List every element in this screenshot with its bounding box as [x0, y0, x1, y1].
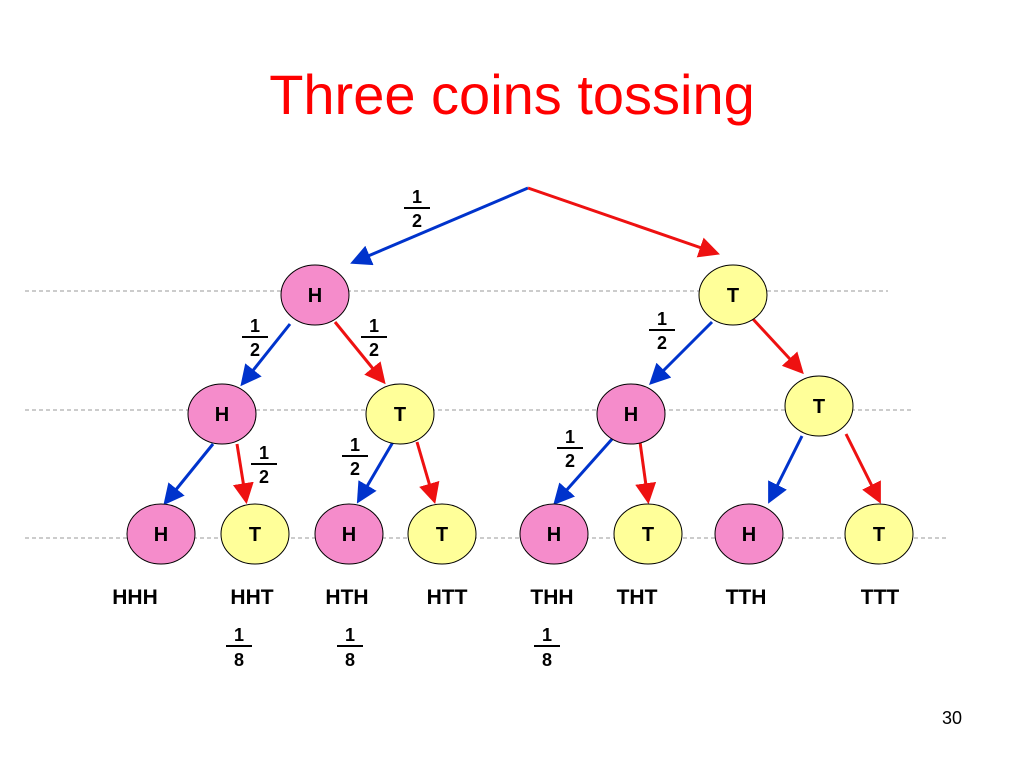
outcome-label: THT [617, 586, 658, 609]
svg-text:1: 1 [542, 625, 552, 645]
branch-ht-h [356, 441, 395, 504]
svg-text:2: 2 [369, 340, 379, 360]
node-l2-th: H [596, 383, 666, 445]
branch-h-t [333, 321, 386, 385]
outcome-label: HHT [230, 586, 273, 609]
svg-text:T: T [394, 404, 406, 426]
svg-text:8: 8 [234, 650, 244, 670]
svg-text:H: H [742, 524, 756, 546]
node-l2-tt: T [784, 375, 854, 437]
branch-hh-t [232, 443, 254, 505]
outcome-label: THH [530, 586, 573, 609]
outcome-probability-fraction: 1 8 [337, 625, 363, 670]
svg-text:H: H [215, 404, 229, 426]
branch-t-h [649, 320, 714, 385]
branch-th-h [553, 437, 615, 506]
svg-text:2: 2 [259, 467, 269, 487]
branch-probability-fraction: 1 2 [242, 316, 268, 360]
node-l2-hh: H [187, 383, 257, 445]
node-l1-heads: H [280, 264, 350, 326]
svg-text:1: 1 [657, 309, 667, 329]
outcome-label: HTH [325, 586, 368, 609]
node-l3-tht: T [613, 503, 683, 565]
branch-root-t [527, 186, 720, 258]
branch-probability-fraction: 1 2 [557, 427, 583, 471]
outcome-label: TTT [861, 586, 900, 609]
node-l3-tth: H [714, 503, 784, 565]
branch-probability-fraction: 1 2 [404, 187, 430, 231]
branch-tt-t [844, 433, 881, 504]
page-number: 30 [941, 708, 962, 728]
branch-th-t [635, 441, 657, 505]
outcome-label: HHH [112, 586, 158, 609]
branch-probability-fraction: 1 2 [649, 309, 675, 353]
svg-text:1: 1 [412, 187, 422, 207]
node-l3-hhh: H [126, 503, 196, 565]
svg-text:T: T [249, 524, 261, 546]
svg-text:1: 1 [345, 625, 355, 645]
branch-probability-fraction: 1 2 [361, 316, 387, 360]
branch-hh-h [163, 443, 215, 506]
branch-tt-h [768, 435, 804, 504]
svg-text:T: T [436, 524, 448, 546]
node-l3-hht: T [220, 503, 290, 565]
branch-h-h [240, 323, 292, 387]
outcome-probability-fraction: 1 8 [534, 625, 560, 670]
svg-text:H: H [308, 285, 322, 307]
svg-text:T: T [813, 396, 825, 418]
svg-text:T: T [642, 524, 654, 546]
node-l3-hth: H [314, 503, 384, 565]
svg-text:2: 2 [657, 333, 667, 353]
node-l3-htt: T [407, 503, 477, 565]
outcome-probability-fraction: 1 8 [226, 625, 252, 670]
svg-text:2: 2 [350, 459, 360, 479]
svg-text:1: 1 [565, 427, 575, 447]
branch-probability-fraction: 1 2 [342, 435, 368, 479]
branch-root-h [350, 186, 529, 266]
svg-text:1: 1 [369, 316, 379, 336]
svg-text:1: 1 [250, 316, 260, 336]
node-l3-thh: H [519, 503, 589, 565]
svg-text:H: H [624, 404, 638, 426]
branch-probability-fraction: 1 2 [251, 443, 277, 487]
svg-text:1: 1 [350, 435, 360, 455]
svg-text:H: H [547, 524, 561, 546]
svg-text:T: T [727, 285, 739, 307]
outcome-label: TTH [726, 586, 767, 609]
outcome-label: HTT [427, 586, 468, 609]
svg-text:H: H [342, 524, 356, 546]
node-l3-ttt: T [844, 503, 914, 565]
branch-ht-t [415, 441, 440, 505]
svg-text:8: 8 [345, 650, 355, 670]
node-l2-ht: T [365, 383, 435, 445]
svg-text:8: 8 [542, 650, 552, 670]
svg-text:1: 1 [259, 443, 269, 463]
node-l1-tails: T [698, 264, 768, 326]
branch-t-t [750, 316, 804, 375]
svg-text:2: 2 [565, 451, 575, 471]
svg-text:2: 2 [412, 211, 422, 231]
svg-text:1: 1 [234, 625, 244, 645]
slide-title: Three coins tossing [269, 63, 755, 126]
svg-text:T: T [873, 524, 885, 546]
svg-text:2: 2 [250, 340, 260, 360]
svg-text:H: H [154, 524, 168, 546]
